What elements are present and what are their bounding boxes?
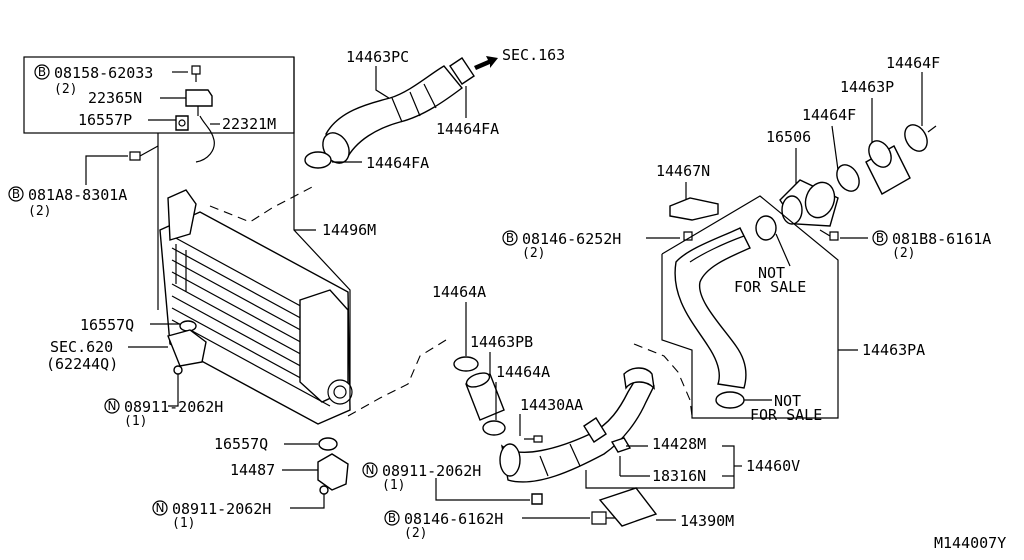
part-14464FA-lower[interactable]: 14464FA (366, 154, 429, 172)
bolt-prefix: B (388, 511, 396, 525)
nut-icon (531, 493, 543, 505)
nut-prefix: N (366, 463, 375, 477)
bolt-icon (524, 435, 543, 443)
part-16557Q-upper[interactable]: 16557Q (80, 316, 134, 334)
lower-duct-14460V[interactable] (499, 367, 655, 483)
part-14430AA[interactable]: 14430AA (520, 396, 583, 414)
section-163-ref[interactable]: SEC.163 (502, 46, 565, 64)
part-14464F-upper[interactable]: 14464F (886, 54, 940, 72)
boost-sensor-icon (185, 89, 213, 107)
vacuum-hose-icon (195, 115, 215, 163)
part-18316N[interactable]: 18316N (652, 467, 706, 485)
part-14463PA[interactable]: 14463PA (862, 341, 925, 359)
part-14487[interactable]: 14487 (230, 461, 275, 479)
not-for-sale-lower-2: FOR SALE (750, 406, 822, 424)
qty-081A8: (2) (28, 204, 51, 219)
part-14464F-lower[interactable]: 14464F (802, 106, 856, 124)
part-08158-62033[interactable]: 08158-62033 (54, 64, 153, 82)
part-22321M[interactable]: 22321M (222, 115, 276, 133)
grommet-icon (318, 437, 338, 451)
nut-prefix: N (156, 501, 165, 515)
qty-08911-2: (1) (382, 478, 405, 493)
bolt-prefix: B (12, 187, 20, 201)
part-14463PB[interactable]: 14463PB (470, 333, 533, 351)
bolt-icon (129, 145, 159, 161)
clamp-icon (904, 124, 928, 152)
part-14464A-lower[interactable]: 14464A (496, 363, 550, 381)
part-14428M[interactable]: 14428M (652, 435, 706, 453)
part-08911-2062H-2[interactable]: 08911-2062H (382, 462, 481, 480)
part-08911-2062H-3[interactable]: 08911-2062H (172, 500, 271, 518)
arrow-icon (474, 56, 498, 70)
nut-icon (319, 485, 329, 495)
main-hose-14463PA[interactable] (674, 227, 751, 389)
grommet-icon (179, 320, 197, 332)
part-08146-6252H[interactable]: 08146-6252H (522, 230, 621, 248)
short-hose-14463PB[interactable] (465, 370, 505, 421)
clamp-icon (836, 164, 860, 192)
bracket-icon (317, 453, 349, 491)
not-for-sale-lower-1: NOT (774, 392, 801, 410)
part-14390M[interactable]: 14390M (680, 512, 734, 530)
not-for-sale-upper-1: NOT (758, 264, 785, 282)
qty-08911-3: (1) (172, 516, 195, 531)
part-08146-6162H[interactable]: 08146-6162H (404, 510, 503, 528)
bracket-icon (167, 329, 207, 367)
clamp-icon (715, 391, 745, 409)
part-16557Q-lower[interactable]: 16557Q (214, 435, 268, 453)
part-081A8-8301A[interactable]: 081A8-8301A (28, 186, 127, 204)
intercooler[interactable] (159, 189, 353, 425)
qty-08158: (2) (54, 82, 77, 97)
bolt-prefix: B (506, 231, 514, 245)
part-14464A-upper[interactable]: 14464A (432, 283, 486, 301)
part-16506[interactable]: 16506 (766, 128, 811, 146)
part-16557P[interactable]: 16557P (78, 111, 132, 129)
clamp-icon (449, 57, 475, 85)
part-14460V[interactable]: 14460V (746, 457, 800, 475)
clamp-icon (755, 215, 777, 241)
bolt-prefix: B (876, 231, 884, 245)
bracket-icon (669, 197, 719, 221)
part-081B8-6161A[interactable]: 081B8-6161A (892, 230, 991, 248)
nut-prefix: N (108, 399, 117, 413)
upper-duct[interactable] (318, 65, 464, 168)
part-22365N[interactable]: 22365N (88, 89, 142, 107)
part-14463PC[interactable]: 14463PC (346, 48, 409, 66)
part-14467N[interactable]: 14467N (656, 162, 710, 180)
part-08911-2062H-1[interactable]: 08911-2062H (124, 398, 223, 416)
bolt-symbol-b (34, 64, 50, 80)
qty-08146-6252H: (2) (522, 246, 545, 261)
qty-081B8: (2) (892, 246, 915, 261)
qty-08146-6162H: (2) (404, 526, 427, 541)
clamp-icon (304, 151, 332, 169)
bracket-14390M[interactable] (598, 487, 658, 527)
sensor-icon (610, 437, 632, 453)
section-620-ref[interactable]: SEC.620 (50, 338, 113, 356)
clamp-icon (482, 420, 506, 436)
bolt-icon (191, 65, 201, 82)
bolt-icon (683, 231, 693, 241)
qty-62244Q: (62244Q) (46, 355, 118, 373)
diagram-id: M144007Y (934, 534, 1006, 552)
part-14464FA-upper[interactable]: 14464FA (436, 120, 499, 138)
throttle-body-16506[interactable] (779, 178, 839, 227)
short-hose-14463P[interactable] (864, 137, 911, 195)
bolt-icon (819, 229, 839, 241)
nut-icon (173, 365, 183, 375)
part-14463P[interactable]: 14463P (840, 78, 894, 96)
not-for-sale-upper-2: FOR SALE (734, 278, 806, 296)
clamp-icon (453, 356, 479, 372)
part-14496M[interactable]: 14496M (322, 221, 376, 239)
qty-08911-1: (1) (124, 414, 147, 429)
bolt-prefix: B (38, 65, 46, 79)
